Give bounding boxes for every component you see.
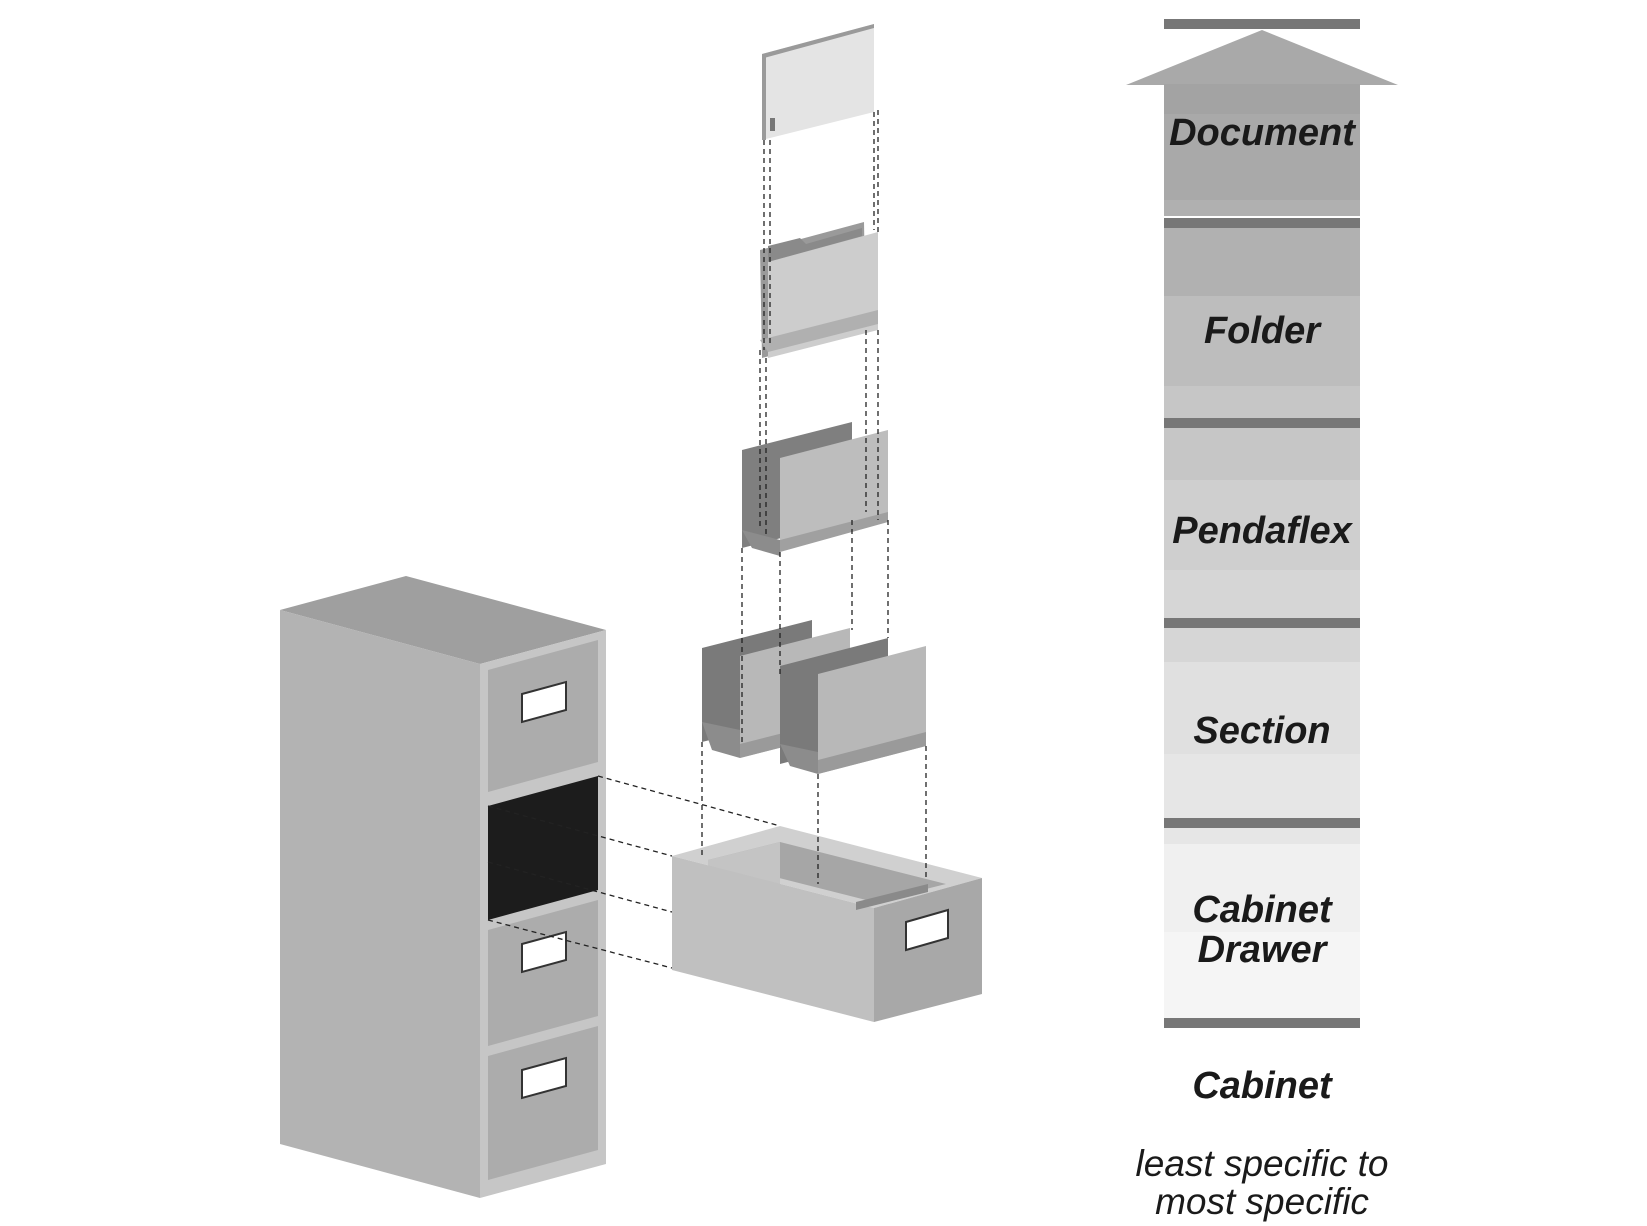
section-divider-right xyxy=(780,638,926,774)
section-dividers xyxy=(702,620,926,774)
divider-3 xyxy=(1164,618,1360,628)
level-document: Document xyxy=(1164,84,1360,216)
filing-cabinet xyxy=(280,576,606,1198)
drawer-label-holder xyxy=(521,1056,567,1100)
level-section: Section xyxy=(1164,628,1360,818)
drawer-front xyxy=(874,878,982,1022)
stack-projection-lines xyxy=(701,110,927,884)
level-pendaflex: Pendaflex xyxy=(1164,428,1360,618)
hierarchy-column: Document Folder Pendaflex Section xyxy=(1126,19,1398,1222)
manila-folder xyxy=(760,222,878,358)
drawer-projection-lines xyxy=(487,775,781,969)
caption-line-2: most specific xyxy=(1155,1181,1369,1222)
pulled-out-drawer xyxy=(672,826,982,1022)
level-label-document: Document xyxy=(1169,112,1356,154)
cabinet-drawer-1 xyxy=(488,640,598,792)
drawer-label-holder xyxy=(905,908,949,952)
level-label-cabinet: Cabinet xyxy=(1192,889,1333,931)
drawer-label-holder xyxy=(521,680,567,724)
base-label-cabinet: Cabinet xyxy=(1192,1065,1333,1107)
divider-2 xyxy=(1164,418,1360,428)
drawer-side xyxy=(672,856,874,1022)
up-arrow-head xyxy=(1126,30,1398,85)
level-label-section: Section xyxy=(1193,710,1330,752)
level-cabinet-drawer: Cabinet Drawer xyxy=(1164,828,1360,1018)
divider-1 xyxy=(1164,218,1360,228)
caption-line-1: least specific to xyxy=(1136,1143,1389,1184)
level-label-folder: Folder xyxy=(1204,310,1322,352)
divider-5 xyxy=(1164,1018,1360,1028)
drawer-back-edge xyxy=(856,884,928,910)
document-tab-mark xyxy=(770,118,775,131)
pendaflex-folder xyxy=(742,422,888,556)
divider-4 xyxy=(1164,818,1360,828)
cabinet-side xyxy=(280,610,480,1198)
document-sheet xyxy=(762,24,874,140)
cabinet-drawer-3 xyxy=(488,900,598,1046)
level-folder: Folder xyxy=(1164,228,1360,418)
top-divider xyxy=(1164,19,1360,29)
cabinet-top xyxy=(280,576,606,664)
level-label-drawer: Drawer xyxy=(1198,929,1329,971)
level-label-pendaflex: Pendaflex xyxy=(1172,510,1353,552)
cabinet-drawer-4 xyxy=(488,1026,598,1180)
